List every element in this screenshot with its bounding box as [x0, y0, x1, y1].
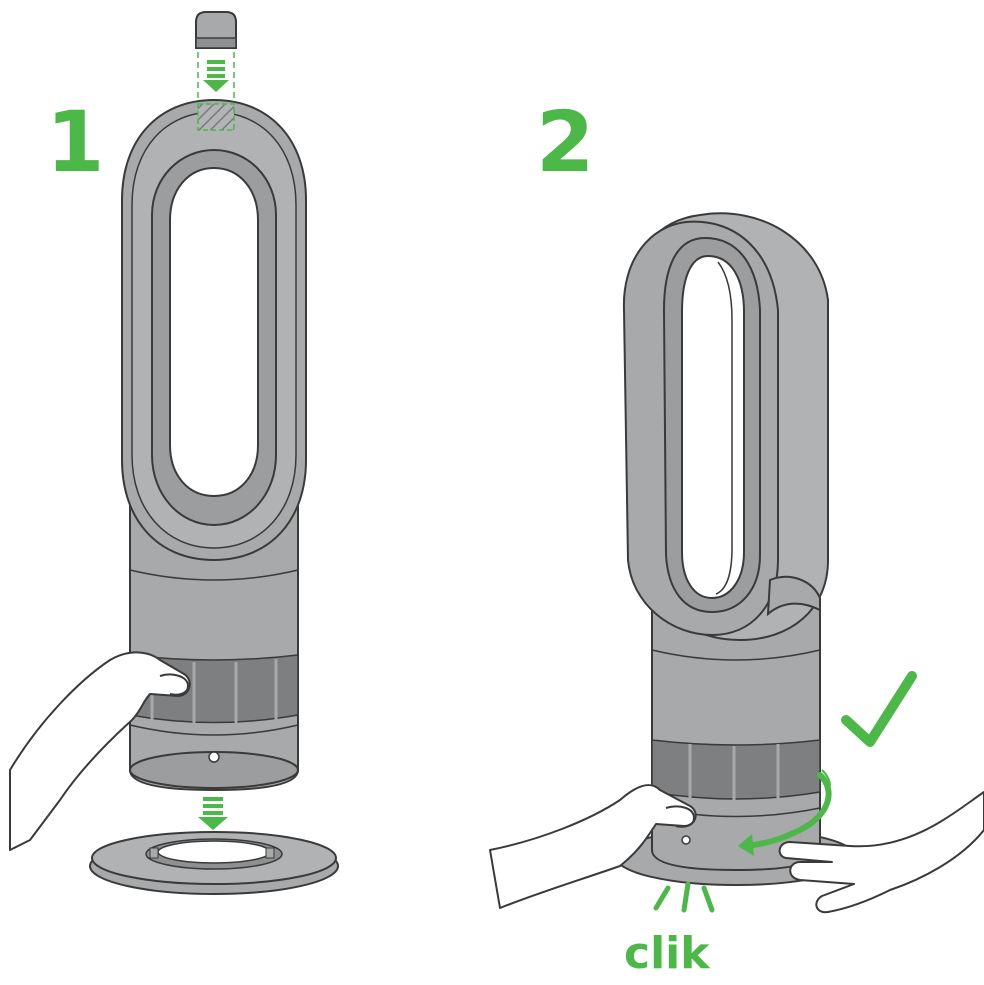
hand-step2-right [778, 791, 984, 914]
click-sound-label: clik [624, 928, 710, 979]
hand-step1 [9, 651, 191, 851]
hand-step2-left [489, 784, 697, 909]
checkmark-icon [841, 671, 917, 747]
step-number-2: 2 [536, 93, 595, 191]
heater-body-step1 [121, 98, 307, 792]
sound-lines-icon [653, 881, 715, 913]
curved-arrow-icon [738, 769, 832, 856]
cap-piece [195, 11, 237, 49]
down-arrow-icon [203, 60, 229, 92]
heater-body-step2 [622, 212, 829, 872]
base-ring [89, 831, 339, 895]
step2-illustration [489, 212, 984, 914]
step1-illustration [9, 11, 339, 895]
down-arrow-icon [198, 797, 228, 830]
step-number-1: 1 [46, 93, 105, 191]
